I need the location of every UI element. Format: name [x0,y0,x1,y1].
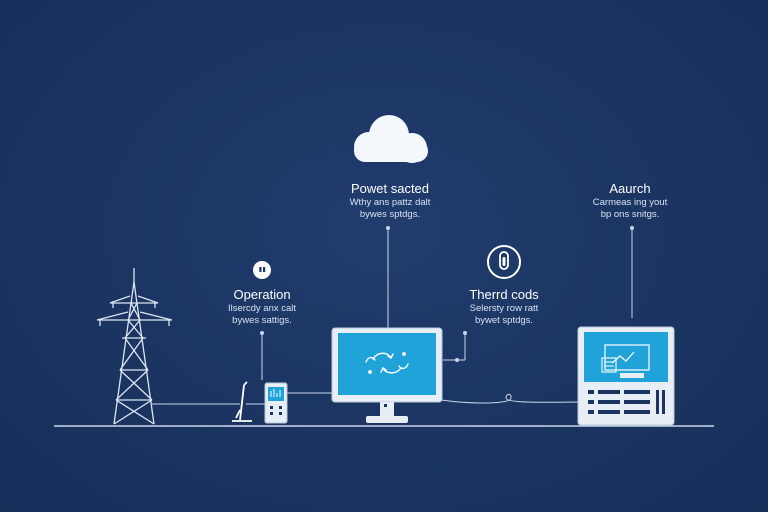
thermal-node-desc-line1: Selersty row ratt [469,303,539,314]
operation-node-label: Operation Ilsercdy anx calt bywes sattig… [192,287,332,327]
cloud-node-label: Powet sacted Wthy ans pattz dalt bywes s… [320,181,460,221]
cloud-node-title: Powet sacted [350,181,430,196]
operation-node-desc-line1: Ilsercdy anx calt [227,303,297,314]
desktop-computer-icon [577,326,675,426]
sync-arrows-icon [365,352,409,374]
operation-node-desc-line2: bywes sattigs. [232,315,292,326]
connector-lines [152,228,633,405]
search-node-label: Aaurch Carmeas ing yout bp ons snitgs. [560,181,700,221]
cloud-node-desc-line1: Wthy ans pattz dalt [349,197,431,208]
thermometer-icon [487,245,521,279]
search-node-title: Aaurch [609,181,651,196]
connector-dots [260,226,634,362]
thermal-node-label: Therrd cods Selersty row ratt bywet sptd… [434,287,574,327]
transmission-tower-icon [96,268,173,425]
thermal-node-desc-line2: bywet sptdgs. [474,315,534,326]
search-node-desc-line1: Carmeas ing yout [592,197,668,208]
info-bubble-icon [253,261,271,279]
cloud-node-desc-line2: bywes sptdgs. [359,209,421,220]
operation-node-title: Operation [233,287,291,302]
thermal-node-title: Therrd cods [469,287,539,302]
street-lamp-icon [232,381,252,422]
cloud-icon [354,115,428,163]
control-panel-device [264,382,288,424]
central-monitor [331,327,443,423]
search-node-desc-line2: bp ons snitgs. [600,209,660,220]
